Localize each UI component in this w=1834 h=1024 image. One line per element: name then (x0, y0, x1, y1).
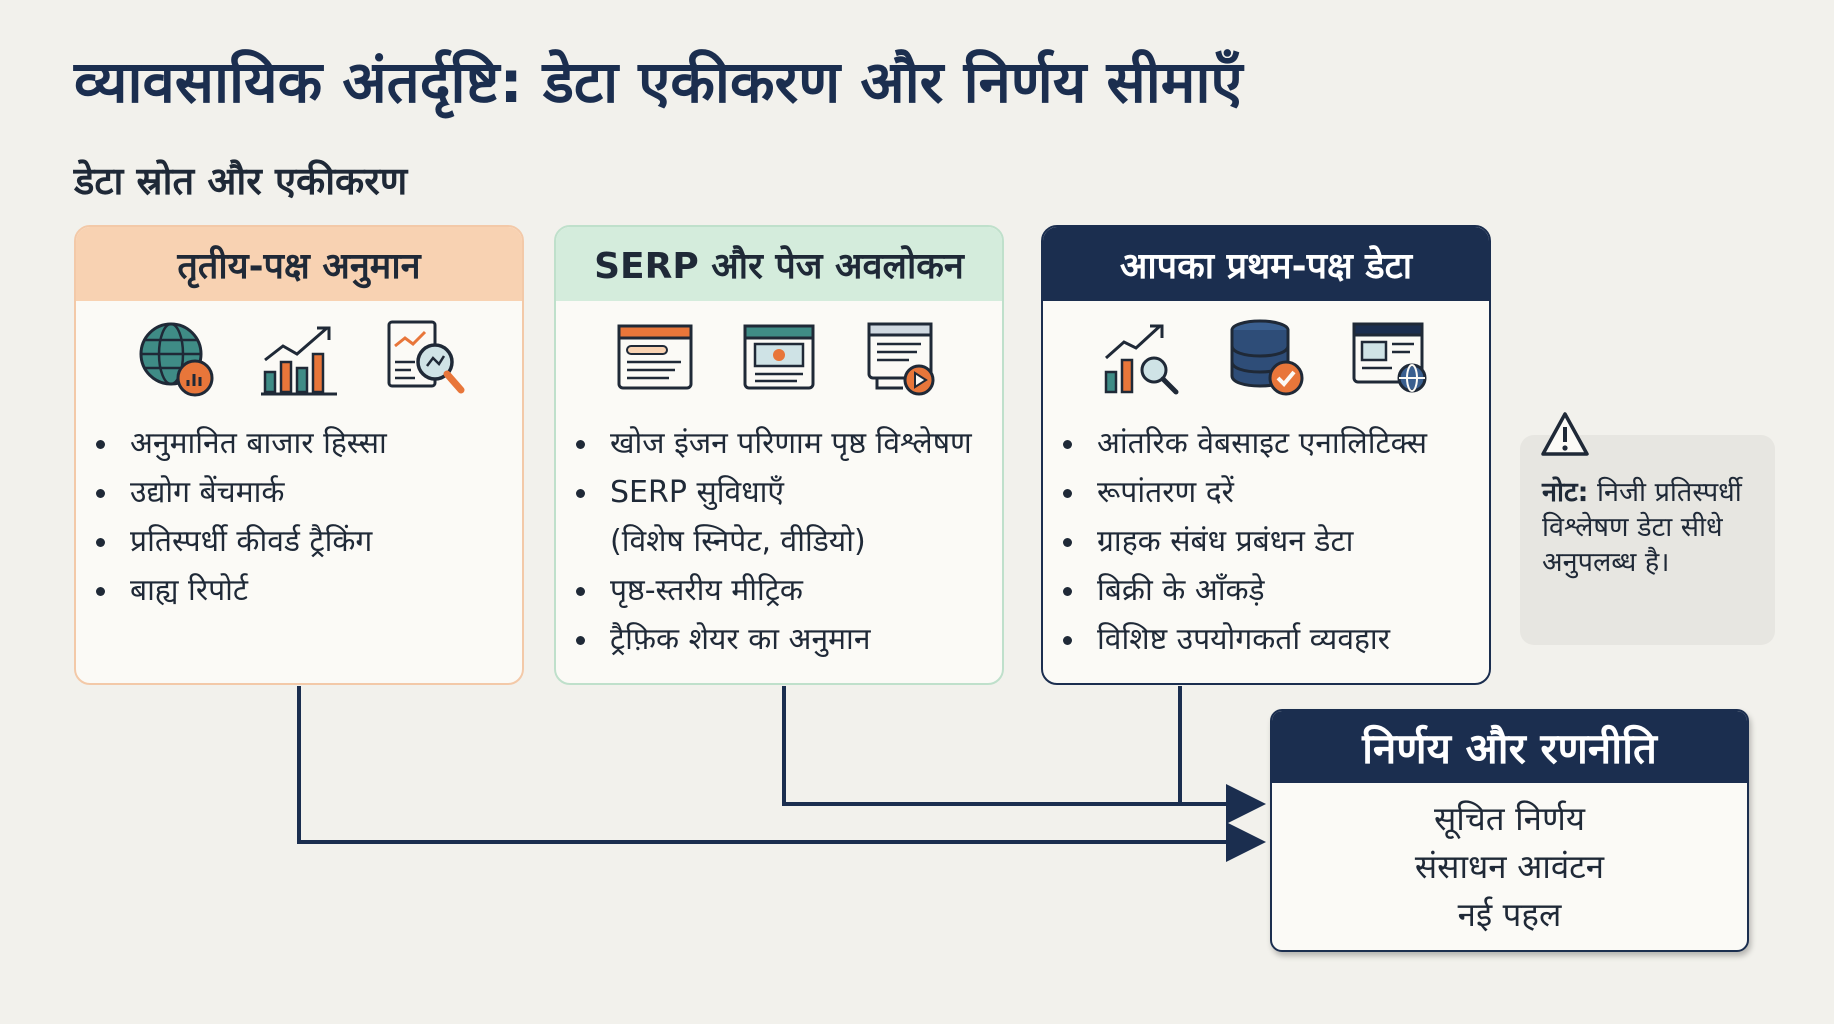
decision-line: संसाधन आवंटन (1414, 847, 1605, 886)
list-item: आंतरिक वेबसाइट एनालिटिक्स (1063, 419, 1489, 468)
analytics-magnifier-icon (1104, 324, 1179, 395)
page-title: व्यावसायिक अंतर्दृष्टि: डेटा एकीकरण और न… (74, 48, 1243, 116)
list-item: प्रतिस्पर्धी कीवर्ड ट्रैकिंग (96, 517, 522, 566)
section-subtitle: डेटा स्रोत और एकीकरण (74, 159, 408, 203)
list-item: SERP सुविधाएँ (विशेष स्निपेट, वीडियो) (576, 468, 1002, 566)
decision-lines: सूचित निर्णय संसाधन आवंटन नई पहल (1272, 795, 1747, 939)
list-item-line: SERP सुविधाएँ (610, 475, 785, 510)
globe-chart-icon (139, 322, 214, 397)
note-label: नोट: (1542, 477, 1589, 508)
list-item-line: (विशेष स्निपेट, वीडियो) (610, 524, 866, 559)
decision-strategy-box: निर्णय और रणनीति सूचित निर्णय संसाधन आवं… (1270, 709, 1749, 952)
database-check-icon (1230, 319, 1304, 396)
list-item: ट्रैफ़िक शेयर का अनुमान (576, 615, 1002, 664)
list-item: ग्राहक संबंध प्रबंधन डेटा (1063, 517, 1489, 566)
list-item: बाह्य रिपोर्ट (96, 566, 522, 615)
card-item-list: खोज इंजन परिणाम पृष्ठ विश्लेषण SERP सुवि… (556, 419, 1002, 664)
list-item: खोज इंजन परिणाम पृष्ठ विश्लेषण (576, 419, 1002, 468)
report-magnifier-icon (387, 320, 465, 394)
card-icons (76, 303, 522, 413)
serp-observation-card: SERP और पेज अवलोकन खोज इंजन परिणाम पृष्ठ… (554, 225, 1004, 685)
card-heading: आपका प्रथम-पक्ष डेटा (1043, 227, 1489, 301)
third-party-estimates-card: तृतीय-पक्ष अनुमान अनुमान (74, 225, 524, 685)
search-results-page-icon (617, 324, 693, 390)
note-text: नोट: निजी प्रतिस्पर्धी विश्लेषण डेटा सीध… (1542, 475, 1772, 580)
warning-icon (1541, 412, 1589, 456)
third-party-connector (297, 686, 1266, 862)
card-heading: SERP और पेज अवलोकन (556, 227, 1002, 301)
list-item: उद्योग बेंचमार्क (96, 468, 522, 517)
video-page-icon (867, 322, 935, 396)
decision-heading: निर्णय और रणनीति (1272, 711, 1747, 783)
card-icons (556, 303, 1002, 413)
card-icons (1043, 303, 1489, 413)
note-box: नोट: निजी प्रतिस्पर्धी विश्लेषण डेटा सीध… (1520, 412, 1775, 645)
note-body: निजी प्रतिस्पर्धी विश्लेषण डेटा सीधे अनु… (1542, 477, 1742, 578)
serp-connector (782, 686, 1266, 824)
web-page-media-icon (743, 324, 815, 390)
list-item: रूपांतरण दरें (1063, 468, 1489, 517)
list-item: अनुमानित बाजार हिस्सा (96, 419, 522, 468)
decision-line: सूचित निर्णय (1434, 799, 1585, 838)
growth-chart-icon (261, 326, 337, 396)
card-item-list: आंतरिक वेबसाइट एनालिटिक्स रूपांतरण दरें … (1043, 419, 1489, 664)
list-item: बिक्री के आँकड़े (1063, 566, 1489, 615)
card-heading: तृतीय-पक्ष अनुमान (76, 227, 522, 301)
website-globe-icon (1352, 322, 1427, 393)
list-item: पृष्ठ-स्तरीय मीट्रिक (576, 566, 1002, 615)
card-item-list: अनुमानित बाजार हिस्सा उद्योग बेंचमार्क प… (76, 419, 522, 615)
first-party-data-card: आपका प्रथम-पक्ष डेटा आंतरिक वेब (1041, 225, 1491, 685)
list-item: विशिष्ट उपयोगकर्ता व्यवहार (1063, 615, 1489, 664)
decision-line: नई पहल (1457, 895, 1562, 934)
